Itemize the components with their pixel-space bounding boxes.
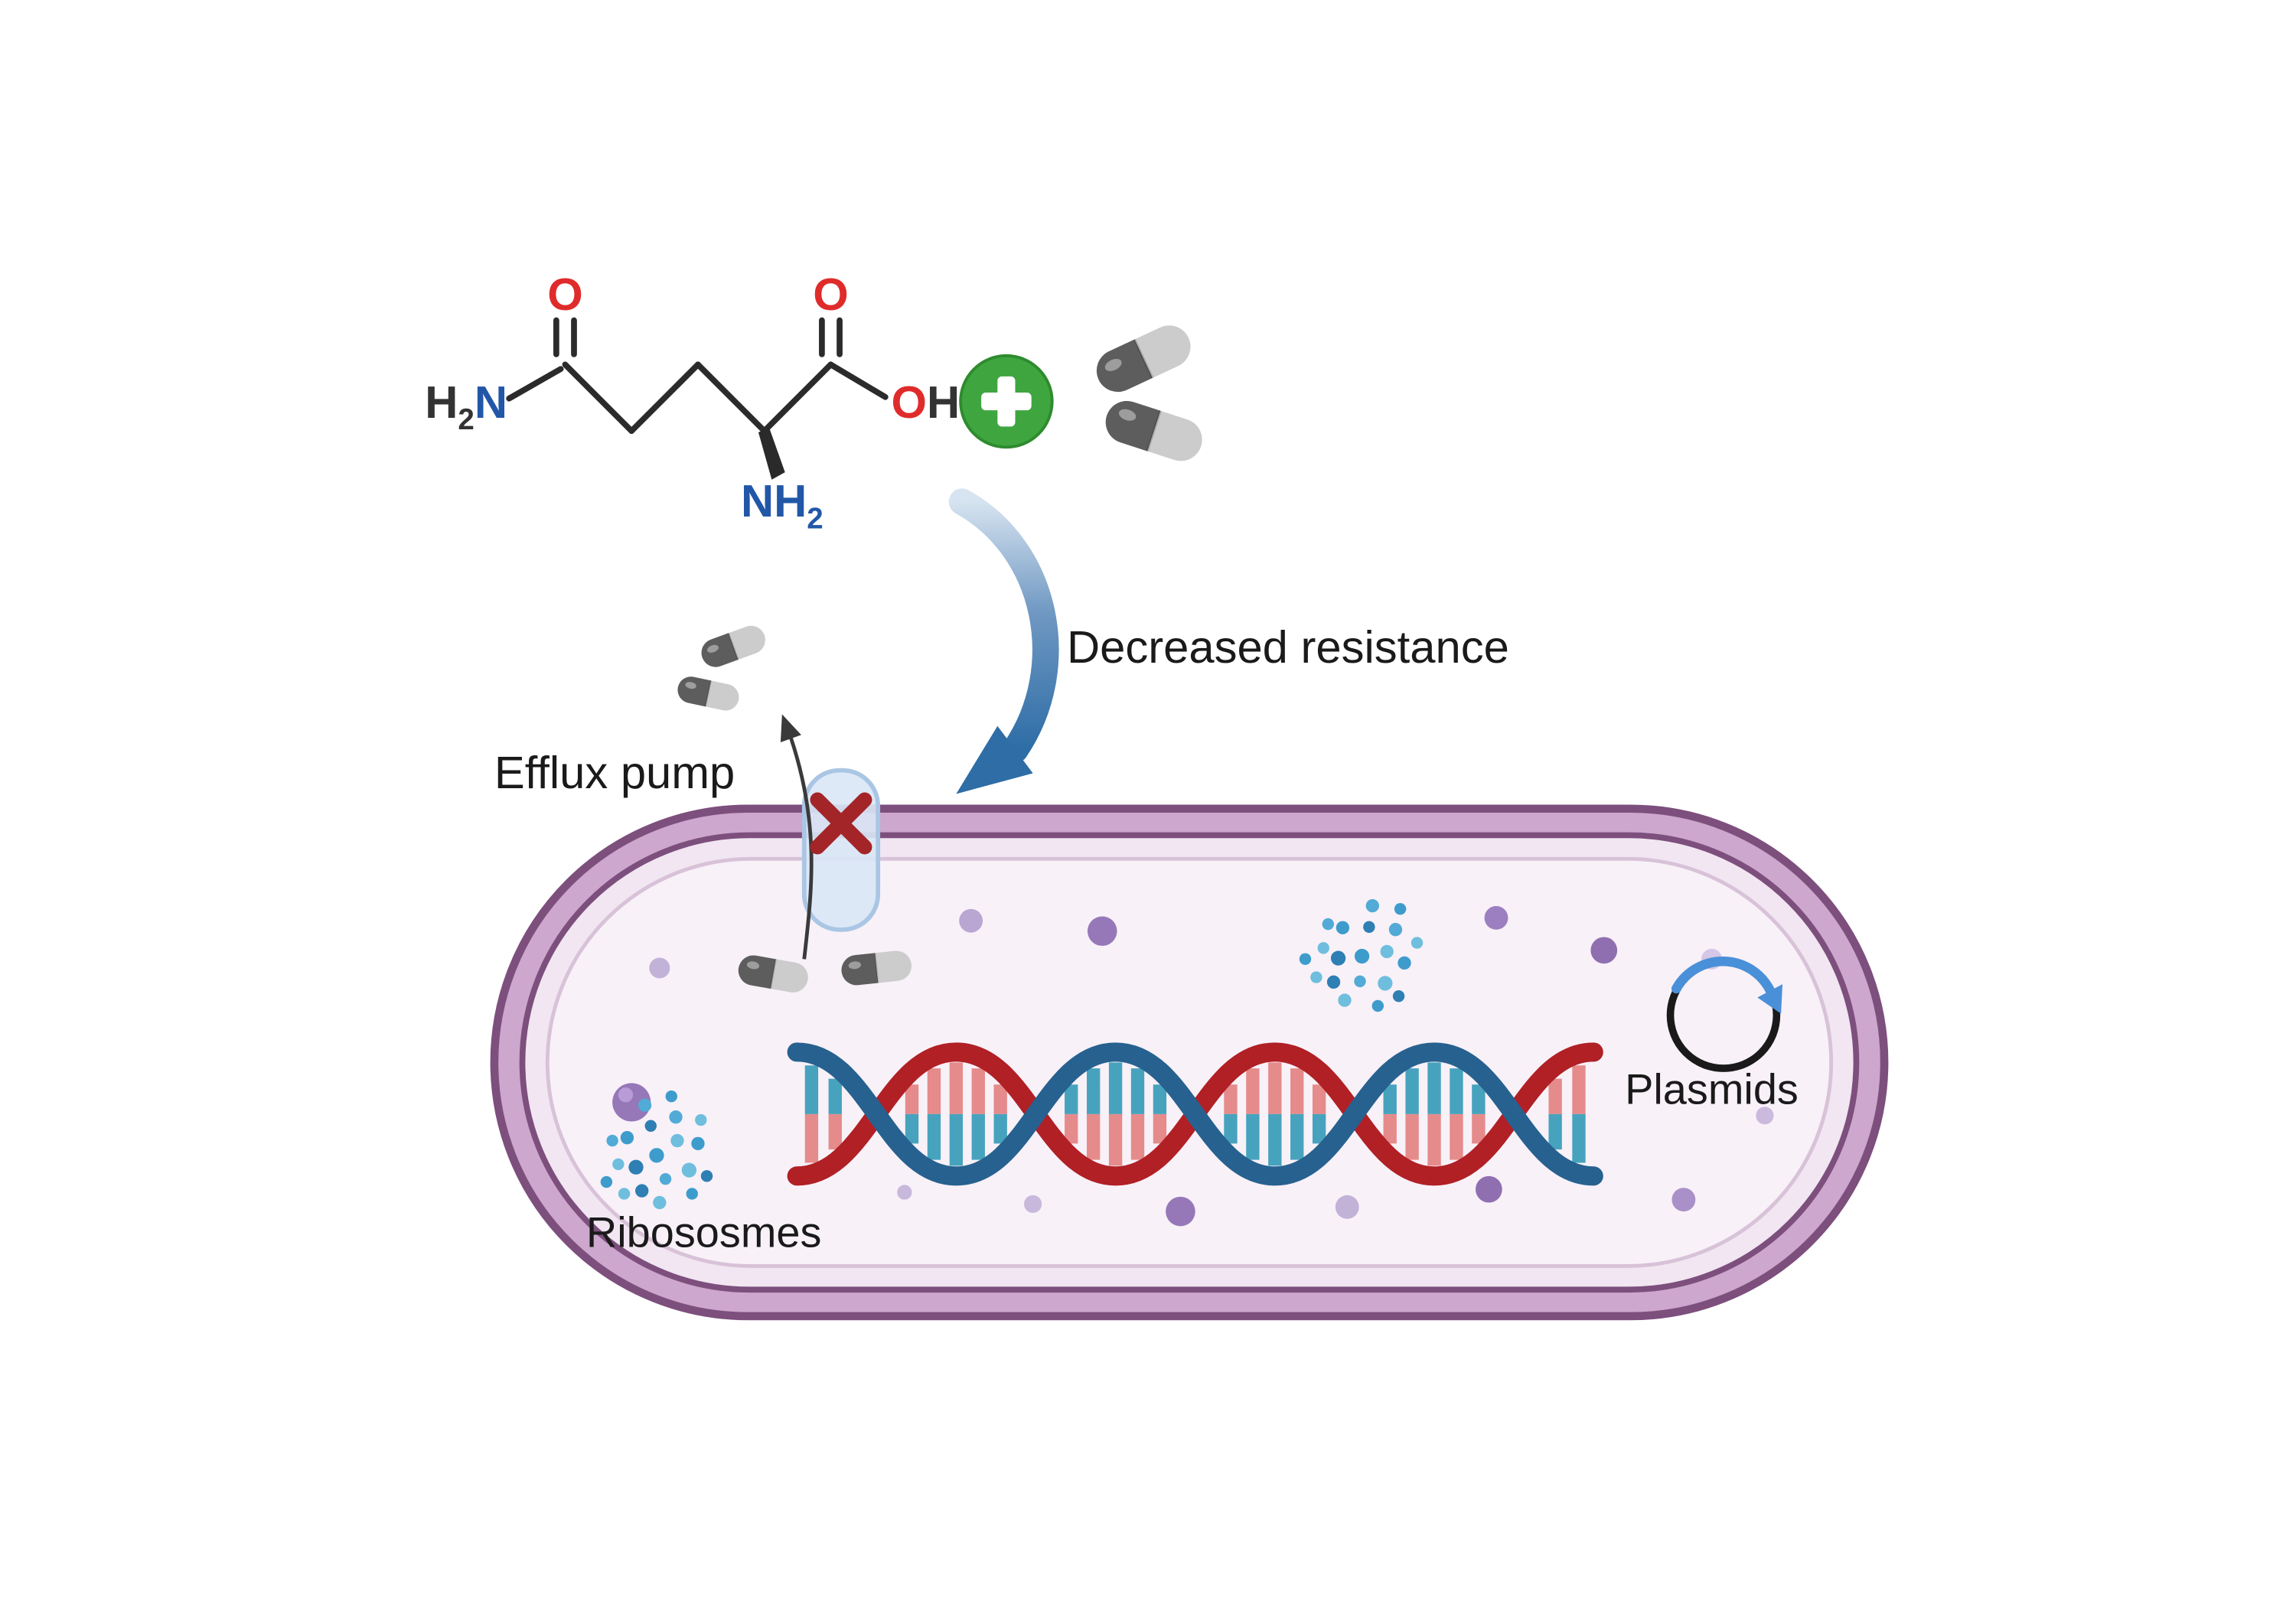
bond-line: [628, 361, 701, 435]
plasmid-arrow: [1671, 956, 1776, 997]
antibiotic-capsule-icon: [1088, 317, 1199, 400]
dna-helix: [787, 1042, 1603, 1186]
plus-icon: [959, 354, 1054, 449]
organelle-dot: [1024, 1195, 1042, 1214]
dna-strand-blue: [787, 1042, 1603, 1186]
organelle-dot: [649, 957, 670, 979]
bacterium-cell: [490, 804, 1889, 1321]
molecule-bonds: [506, 317, 889, 480]
glutamine-structure: H2N O O OH NH2: [425, 269, 960, 535]
organelle-dot: [1756, 1107, 1774, 1125]
organelle-dot: [1087, 916, 1117, 947]
efflux-arrow: [789, 737, 814, 960]
organelle-sphere-highlight: [618, 1087, 634, 1103]
bond-line: [827, 361, 889, 400]
bond-line: [695, 361, 768, 435]
bond-line: [506, 366, 564, 402]
organelle-dot: [897, 1185, 912, 1200]
amine-group-label: NH2: [741, 475, 823, 535]
plasmids-label: Plasmids: [1625, 1064, 1799, 1113]
plasmid-arrowhead: [1757, 984, 1783, 1014]
organelle-dot: [959, 908, 983, 933]
dna-rungs-pink: [804, 1062, 1586, 1166]
organelle-dot: [1590, 937, 1618, 964]
efflux-arrowhead: [780, 714, 801, 742]
organelle-dot: [1166, 1196, 1195, 1227]
arrowhead: [956, 725, 1033, 794]
blocked-cross-icon: [810, 792, 872, 855]
efflux-pump: [780, 714, 881, 960]
antibiotic-capsule-icon: [674, 673, 742, 714]
oxygen-label: O: [547, 269, 582, 320]
efflux-pump-label: Efflux pump: [494, 747, 735, 798]
antibiotic-capsule-icon: [696, 621, 771, 672]
amide-group-label: H2N: [425, 376, 507, 436]
decreased-resistance-arrow: [948, 488, 1059, 794]
decreased-resistance-label: Decreased resistance: [1067, 621, 1509, 673]
stereo-wedge-bond: [758, 426, 785, 480]
bond-line: [761, 361, 834, 435]
ribosomes-label: Ribososmes: [586, 1208, 822, 1256]
organelle-dot: [1335, 1195, 1359, 1219]
antibiotic-capsule-icon: [1098, 394, 1209, 468]
ribosome-cluster-left: [600, 1083, 713, 1210]
organelle-dot: [1476, 1175, 1502, 1203]
bond-line: [562, 361, 635, 435]
dna-rungs-teal: [804, 1062, 1586, 1166]
expelled-capsules: [674, 621, 771, 714]
organelle-dot: [1484, 905, 1508, 930]
organelle-dot: [1671, 1188, 1696, 1212]
antibiotic-capsules-top: [1088, 317, 1209, 468]
oxygen-label: O: [813, 269, 848, 320]
hydroxyl-group-label: OH: [892, 376, 960, 428]
plasmid-icon: [1666, 956, 1783, 1072]
